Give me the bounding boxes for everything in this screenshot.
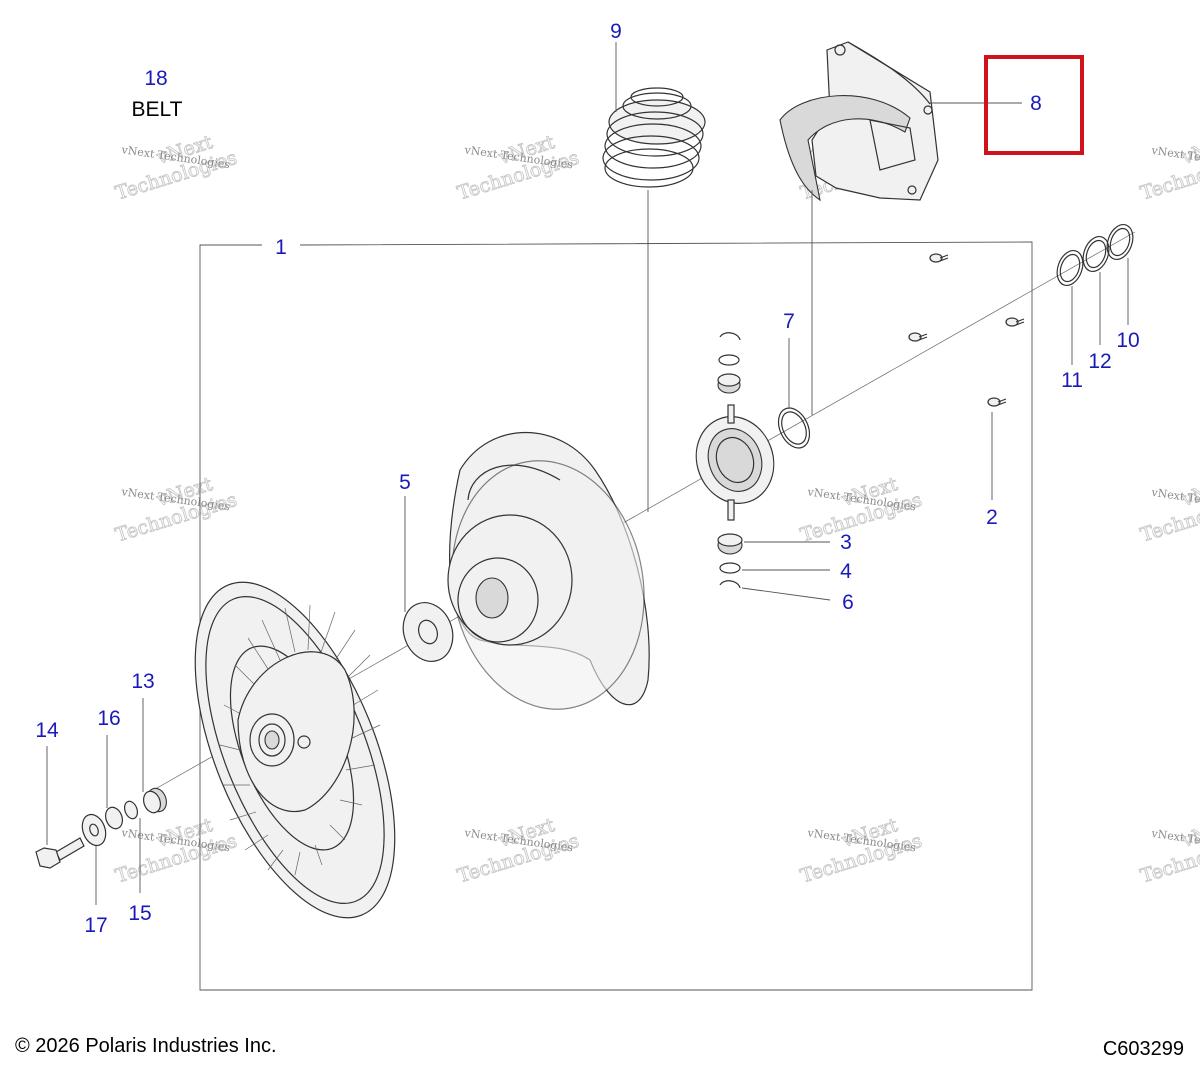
- callout-9[interactable]: 9: [610, 20, 622, 43]
- washer-5[interactable]: [395, 596, 461, 669]
- callout-17[interactable]: 17: [84, 914, 107, 937]
- stationary-sheave-part[interactable]: [433, 431, 664, 725]
- e-clip-6-top[interactable]: [719, 332, 741, 341]
- callout-2[interactable]: 2: [986, 506, 998, 529]
- callout-6[interactable]: 6: [842, 591, 854, 614]
- roller-hub-part[interactable]: [684, 404, 786, 521]
- highlight-box-8: [984, 55, 1084, 155]
- callout-8[interactable]: 8: [1030, 92, 1042, 115]
- roller-3[interactable]: [717, 533, 743, 555]
- callout-14[interactable]: 14: [35, 719, 59, 742]
- e-clip-6[interactable]: [719, 580, 741, 589]
- callout-18[interactable]: 18: [144, 67, 167, 90]
- washer-17[interactable]: [78, 811, 110, 849]
- callout-3[interactable]: 3: [840, 531, 852, 554]
- belt-label: BELT: [132, 98, 183, 121]
- bolt-14[interactable]: [35, 837, 85, 869]
- callout-1[interactable]: 1: [275, 236, 287, 259]
- washer-4-top[interactable]: [718, 354, 740, 366]
- washer-4[interactable]: [719, 562, 741, 574]
- callout-7[interactable]: 7: [783, 310, 795, 333]
- callout-11[interactable]: 11: [1061, 369, 1083, 392]
- callout-16[interactable]: 16: [97, 707, 120, 730]
- leader-6: [741, 587, 831, 601]
- moveable-sheave-part[interactable]: [154, 555, 436, 945]
- washer-15[interactable]: [122, 799, 139, 820]
- snap-ring-7[interactable]: [772, 403, 815, 453]
- callout-13[interactable]: 13: [131, 670, 154, 693]
- callout-4[interactable]: 4: [840, 560, 852, 583]
- callout-10[interactable]: 10: [1116, 329, 1139, 352]
- spring-part[interactable]: [602, 87, 706, 188]
- assembly-box: [199, 241, 1033, 991]
- washer-16[interactable]: [103, 805, 126, 831]
- callout-12[interactable]: 12: [1088, 350, 1111, 373]
- callout-15[interactable]: 15: [128, 902, 151, 925]
- spacer-13[interactable]: [141, 786, 170, 815]
- copyright-notice: © 2026 Polaris Industries Inc.: [15, 1035, 277, 1057]
- callout-5[interactable]: 5: [399, 471, 411, 494]
- shim-11[interactable]: [1053, 247, 1088, 289]
- diagram-code: C603299: [1102, 1038, 1184, 1060]
- roller-3-top[interactable]: [717, 373, 741, 394]
- shim-12[interactable]: [1079, 233, 1114, 275]
- screw-parts[interactable]: [908, 253, 1025, 407]
- spring-housing-part[interactable]: [779, 41, 939, 202]
- shim-10[interactable]: [1103, 221, 1138, 263]
